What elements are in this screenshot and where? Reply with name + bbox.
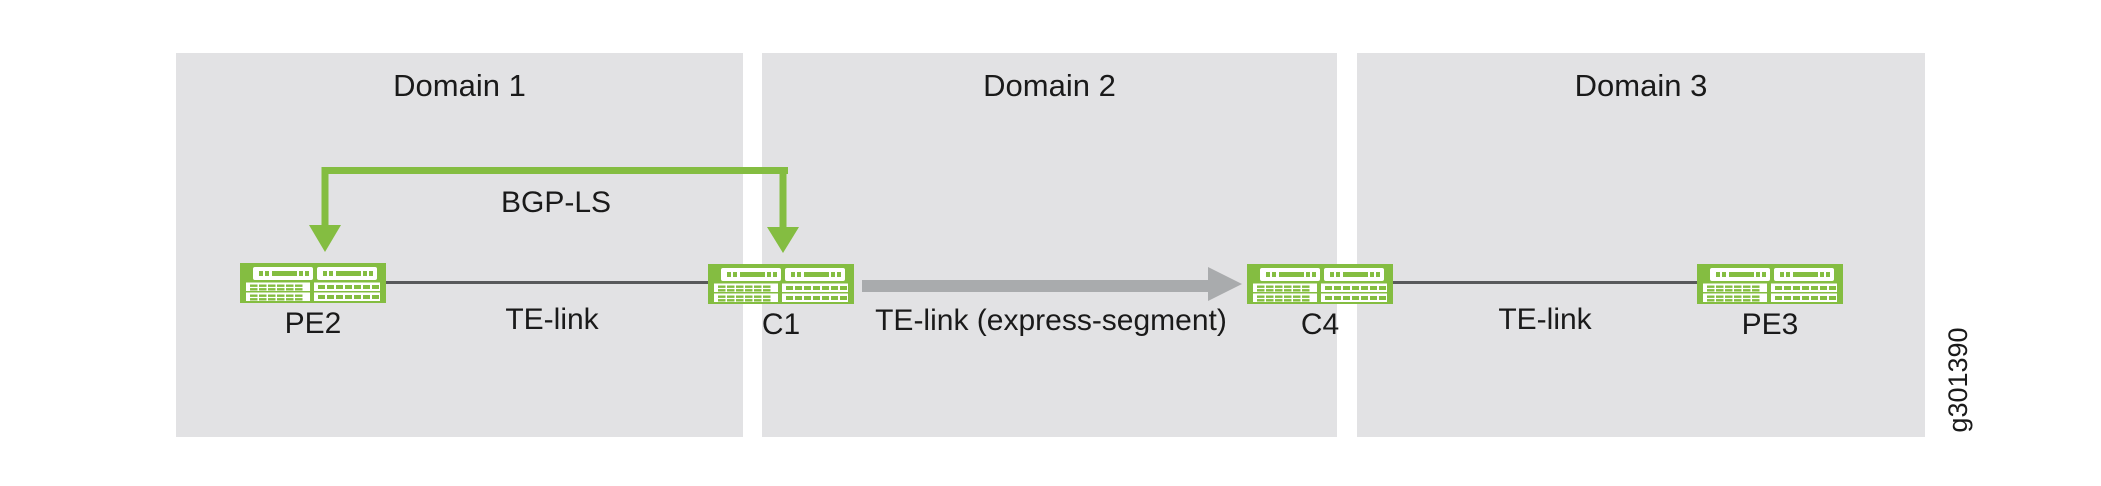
router-icon [240, 263, 386, 303]
te-link-label-c4-pe3: TE-link [1498, 303, 1592, 336]
te-link-label-pe2-c1: TE-link [505, 303, 599, 336]
node-c4: C4 [1247, 264, 1393, 341]
domain-3-label: Domain 3 [1574, 68, 1708, 103]
express-segment-arrow [862, 267, 1242, 301]
router-icon [1697, 264, 1843, 304]
te-link-line-pe2-c1 [385, 281, 708, 284]
router-icon [1247, 264, 1393, 304]
domain-1-region: Domain 1 [176, 53, 743, 437]
figure-id-label: g301390 [1943, 327, 1973, 433]
node-c1-label: C1 [761, 308, 801, 341]
node-pe3-label: PE3 [1741, 308, 1799, 341]
router-icon [708, 264, 854, 304]
te-link-line-c4-pe3 [1393, 281, 1697, 284]
bgp-ls-label: BGP-LS [500, 186, 612, 219]
node-pe2: PE2 [240, 263, 386, 340]
node-c4-label: C4 [1300, 308, 1340, 341]
domain-3-region: Domain 3 [1357, 53, 1925, 437]
bgp-ls-arrow [309, 167, 799, 253]
domain-1-label: Domain 1 [393, 68, 526, 103]
node-pe2-label: PE2 [284, 307, 342, 340]
node-c1: C1 [708, 264, 854, 341]
express-segment-label: TE-link (express-segment) [875, 304, 1227, 337]
node-pe3: PE3 [1697, 264, 1843, 341]
domain-2-label: Domain 2 [983, 68, 1116, 103]
domain-2-region: Domain 2 [762, 53, 1337, 437]
